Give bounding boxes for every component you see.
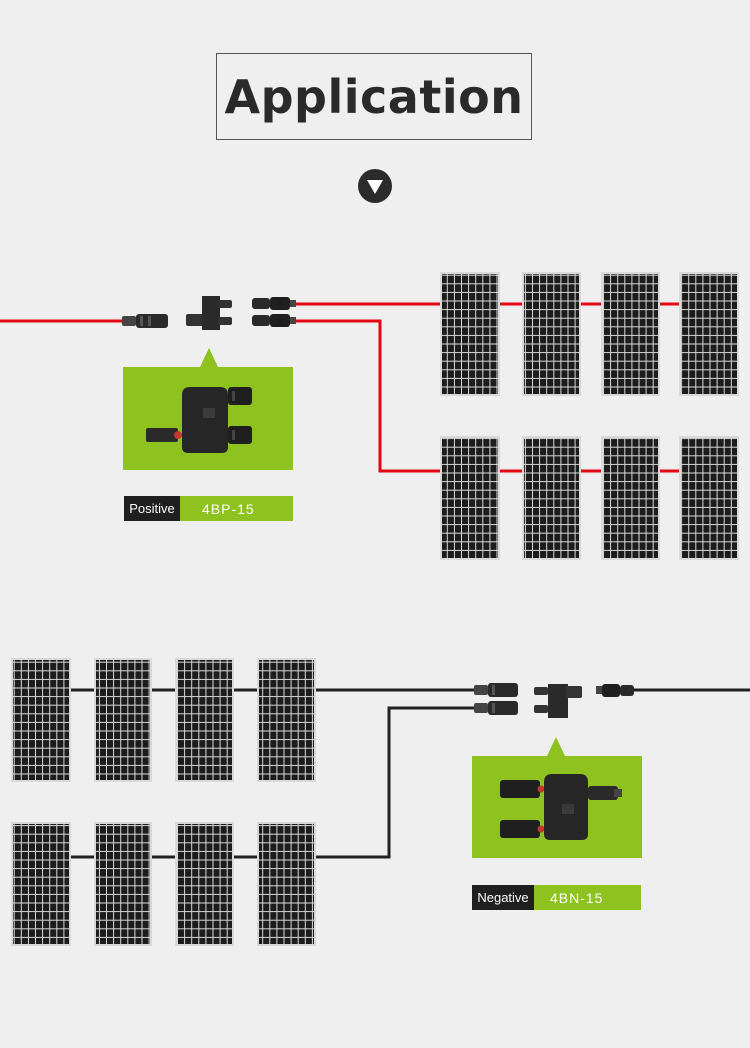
positive-model: 4BP-15 bbox=[180, 496, 293, 521]
solar-panel-icon bbox=[257, 822, 316, 946]
negative-label: Negative bbox=[472, 885, 534, 910]
branch-connector-icon bbox=[186, 296, 232, 330]
negative-callout bbox=[472, 737, 642, 858]
mc4-connector-icon bbox=[252, 314, 296, 327]
positive-callout bbox=[123, 348, 293, 470]
solar-panels bbox=[11, 272, 739, 946]
solar-panel-icon bbox=[94, 658, 152, 782]
mc4-connector-icon bbox=[474, 701, 518, 715]
solar-panel-icon bbox=[601, 436, 660, 560]
branch-connector-icon bbox=[146, 387, 252, 453]
mc4-connector-icon bbox=[596, 684, 634, 697]
solar-panel-icon bbox=[679, 436, 739, 560]
solar-panel-icon bbox=[601, 272, 660, 396]
positive-label-bar: Positive 4BP-15 bbox=[124, 496, 293, 521]
branch-connector-icon bbox=[534, 684, 582, 718]
mc4-connector-icon bbox=[122, 314, 168, 328]
positive-connectors bbox=[122, 296, 296, 330]
negative-model: 4BN-15 bbox=[534, 885, 641, 910]
positive-string-2-wire bbox=[296, 319, 440, 473]
title-box: Application bbox=[216, 53, 532, 140]
solar-panel-icon bbox=[679, 272, 739, 396]
positive-wires bbox=[0, 302, 679, 473]
negative-label-bar: Negative 4BN-15 bbox=[472, 885, 641, 910]
solar-panel-icon bbox=[440, 272, 500, 396]
solar-panel-icon bbox=[257, 658, 316, 782]
solar-panel-icon bbox=[522, 436, 581, 560]
positive-label: Positive bbox=[124, 496, 180, 521]
page-title: Application bbox=[224, 69, 524, 124]
solar-panel-icon bbox=[11, 822, 71, 946]
branch-connector-icon bbox=[500, 774, 622, 840]
solar-panel-icon bbox=[522, 272, 581, 396]
mc4-connector-icon bbox=[252, 297, 296, 310]
down-arrow-icon bbox=[358, 169, 392, 203]
mc4-connector-icon bbox=[474, 683, 518, 697]
negative-wires bbox=[71, 688, 750, 859]
negative-string-2-wire bbox=[316, 706, 476, 859]
solar-panel-icon bbox=[11, 658, 71, 782]
solar-panel-icon bbox=[175, 658, 234, 782]
solar-panel-icon bbox=[175, 822, 234, 946]
negative-connectors bbox=[474, 683, 634, 718]
solar-panel-icon bbox=[440, 436, 500, 560]
solar-panel-icon bbox=[94, 822, 152, 946]
